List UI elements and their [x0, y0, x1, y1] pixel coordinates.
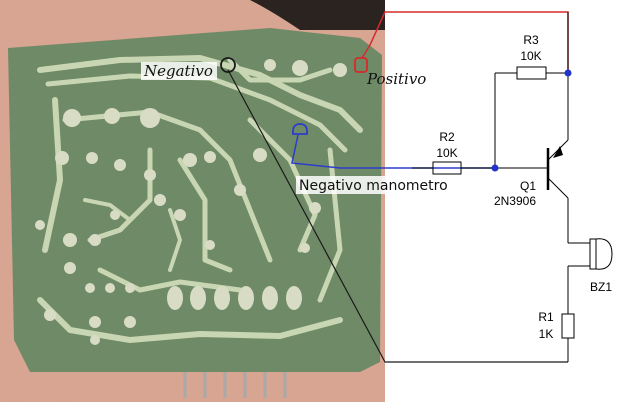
pcb-pads	[35, 59, 347, 345]
negativo-label: Negativo	[143, 62, 213, 80]
negativo-manometro-label: Negativo manometro	[299, 178, 448, 194]
q1-name: Q1	[520, 179, 536, 193]
q1-collector	[547, 177, 569, 199]
negativo-manometro-label-bg	[296, 176, 462, 194]
q1-emitter-arrow	[553, 146, 563, 158]
r3-name: R3	[523, 33, 539, 47]
positive-marker	[354, 57, 368, 73]
junction-r3-emitter	[564, 69, 572, 77]
junction-base	[491, 164, 499, 172]
r1-value: 1K	[539, 327, 554, 341]
negative-manometer-marker	[291, 123, 309, 135]
junctions	[491, 69, 572, 172]
r2-value: 10K	[436, 146, 457, 160]
pcb-connector-pins	[183, 372, 287, 398]
r1-resistor	[561, 313, 575, 339]
r1-name: R1	[538, 310, 554, 324]
negative-marker	[220, 57, 236, 73]
positivo-label: Positivo	[366, 70, 426, 88]
bz1-horn	[595, 238, 613, 270]
r3-resistor	[516, 66, 547, 80]
negative-wire	[227, 69, 568, 363]
pcb-photo	[0, 0, 385, 402]
pcb-board	[8, 28, 382, 372]
r3-value: 10K	[520, 49, 541, 63]
bz1-name: BZ1	[590, 280, 612, 294]
q1-value: 2N3906	[494, 194, 536, 208]
r2-name: R2	[439, 130, 455, 144]
negativo-label-bg	[141, 62, 217, 80]
bz1-body	[589, 238, 597, 270]
